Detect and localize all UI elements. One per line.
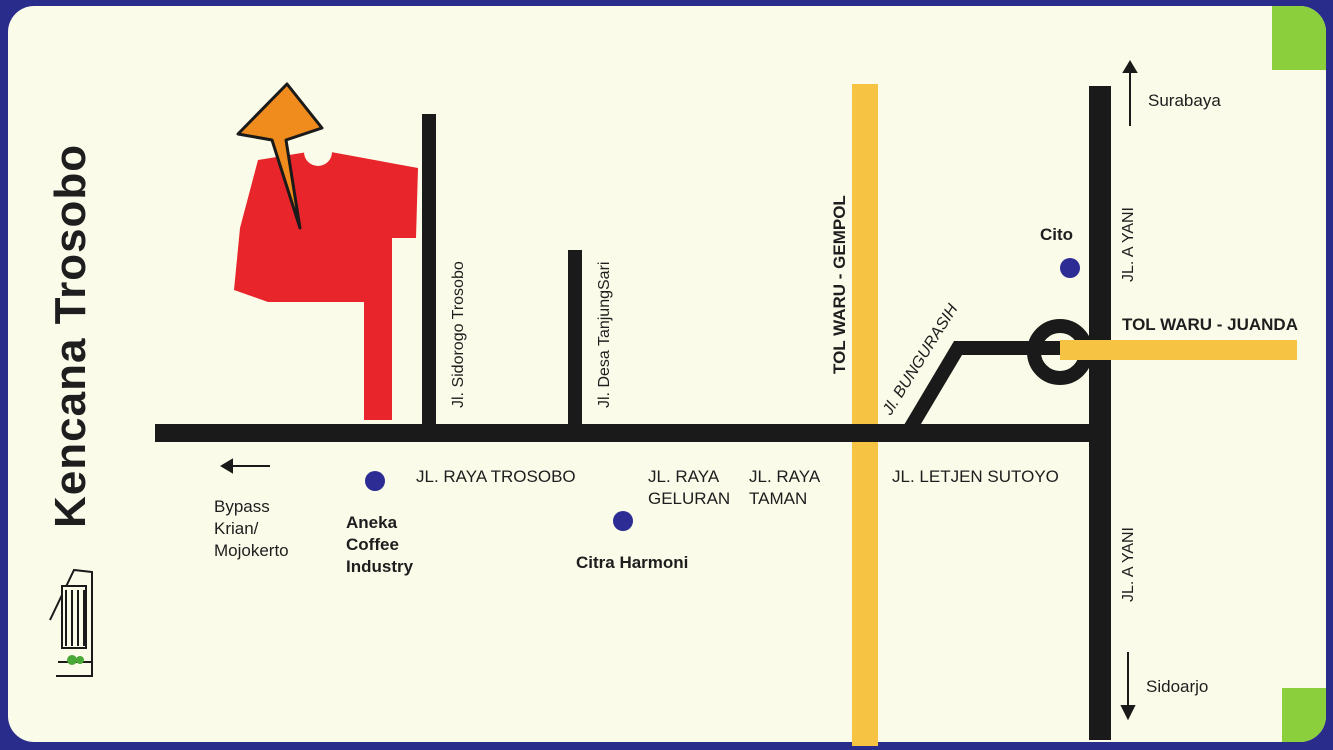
road-a-yani [1089, 86, 1111, 740]
toll-road-juanda [1060, 340, 1297, 360]
landmark-dot-cito [1060, 258, 1080, 278]
road-label-raya-taman: JL. RAYA TAMAN [749, 467, 821, 508]
landmark-dot-aneka [365, 471, 385, 491]
kencana-trosobo-site [234, 150, 418, 420]
road-main-horizontal [155, 424, 1095, 442]
green-corner-decoration [1282, 688, 1326, 742]
green-corner-decoration [1272, 6, 1326, 70]
road-label-a-yani-south: JL. A YANI [1120, 526, 1137, 602]
toll-road-gempol [852, 84, 878, 746]
road-label-a-yani-north: JL. A YANI [1120, 206, 1137, 282]
road-sidorogo [422, 114, 436, 428]
orange-arrow-icon [236, 82, 324, 230]
road-tanjungsari [568, 250, 582, 428]
landmark-label-citra: Citra Harmoni [576, 553, 689, 572]
site-notch [304, 138, 332, 166]
brand-title: Kencana Trosobo [46, 143, 95, 528]
house-logo-icon [49, 568, 93, 677]
left-arrow-icon [220, 458, 270, 474]
landmark-label-cito: Cito [1040, 225, 1074, 244]
direction-label-bypass: Bypass Krian/ Mojokerto [214, 497, 289, 560]
direction-label-sidoarjo: Sidoarjo [1146, 677, 1209, 696]
up-arrow-icon [1122, 60, 1138, 126]
road-label-raya-trosobo: JL. RAYA TROSOBO [416, 467, 576, 486]
road-bungurasih [901, 341, 1060, 436]
landmark-dot-citra [613, 511, 633, 531]
toll-label-juanda: TOL WARU - JUANDA [1122, 315, 1298, 334]
road-label-raya-geluran: JL. RAYA GELURAN [648, 467, 731, 508]
landmark-label-aneka: Aneka Coffee Industry [346, 513, 414, 576]
road-label-sidorogo: Jl. Sidorogo Trosobo [450, 261, 467, 408]
down-arrow-icon [1120, 652, 1136, 721]
road-label-tanjungsari: Jl. Desa TanjungSari [596, 261, 613, 408]
direction-label-surabaya: Surabaya [1148, 91, 1221, 110]
road-label-letjen-sutoyo: JL. LETJEN SUTOYO [892, 467, 1059, 486]
toll-label-gempol: TOL WARU - GEMPOL [830, 195, 849, 374]
